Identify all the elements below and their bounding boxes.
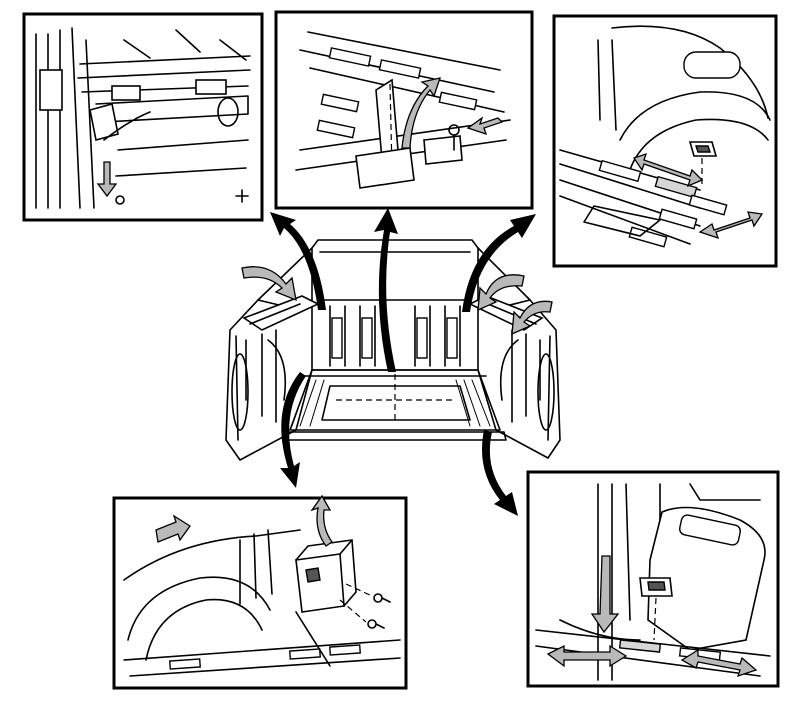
detail-panel-bottom-left xyxy=(112,494,408,690)
floor-corrugation xyxy=(291,379,491,427)
bulkhead-ribs xyxy=(329,305,461,367)
callout-arrow-bottom-left xyxy=(280,372,306,488)
detail-panel-top-left xyxy=(22,12,264,222)
detail-panel-top-center xyxy=(274,10,534,210)
pointer-left-rail xyxy=(241,266,297,302)
bed-location-pointers xyxy=(241,266,553,336)
callout-arrow-bottom-right xyxy=(482,430,518,516)
callout-arrow-top-right xyxy=(462,214,536,312)
callout-arrows xyxy=(270,208,536,516)
truck-bed-illustration xyxy=(225,239,561,461)
pointer-right-rail-front xyxy=(477,274,525,312)
detail-panel-bottom-right xyxy=(526,470,780,688)
pointer-right-rail-rear xyxy=(511,300,553,336)
detail-panel-top-right xyxy=(552,14,778,268)
callout-arrow-top-left xyxy=(270,212,326,310)
callout-arrow-top-center xyxy=(374,208,398,372)
